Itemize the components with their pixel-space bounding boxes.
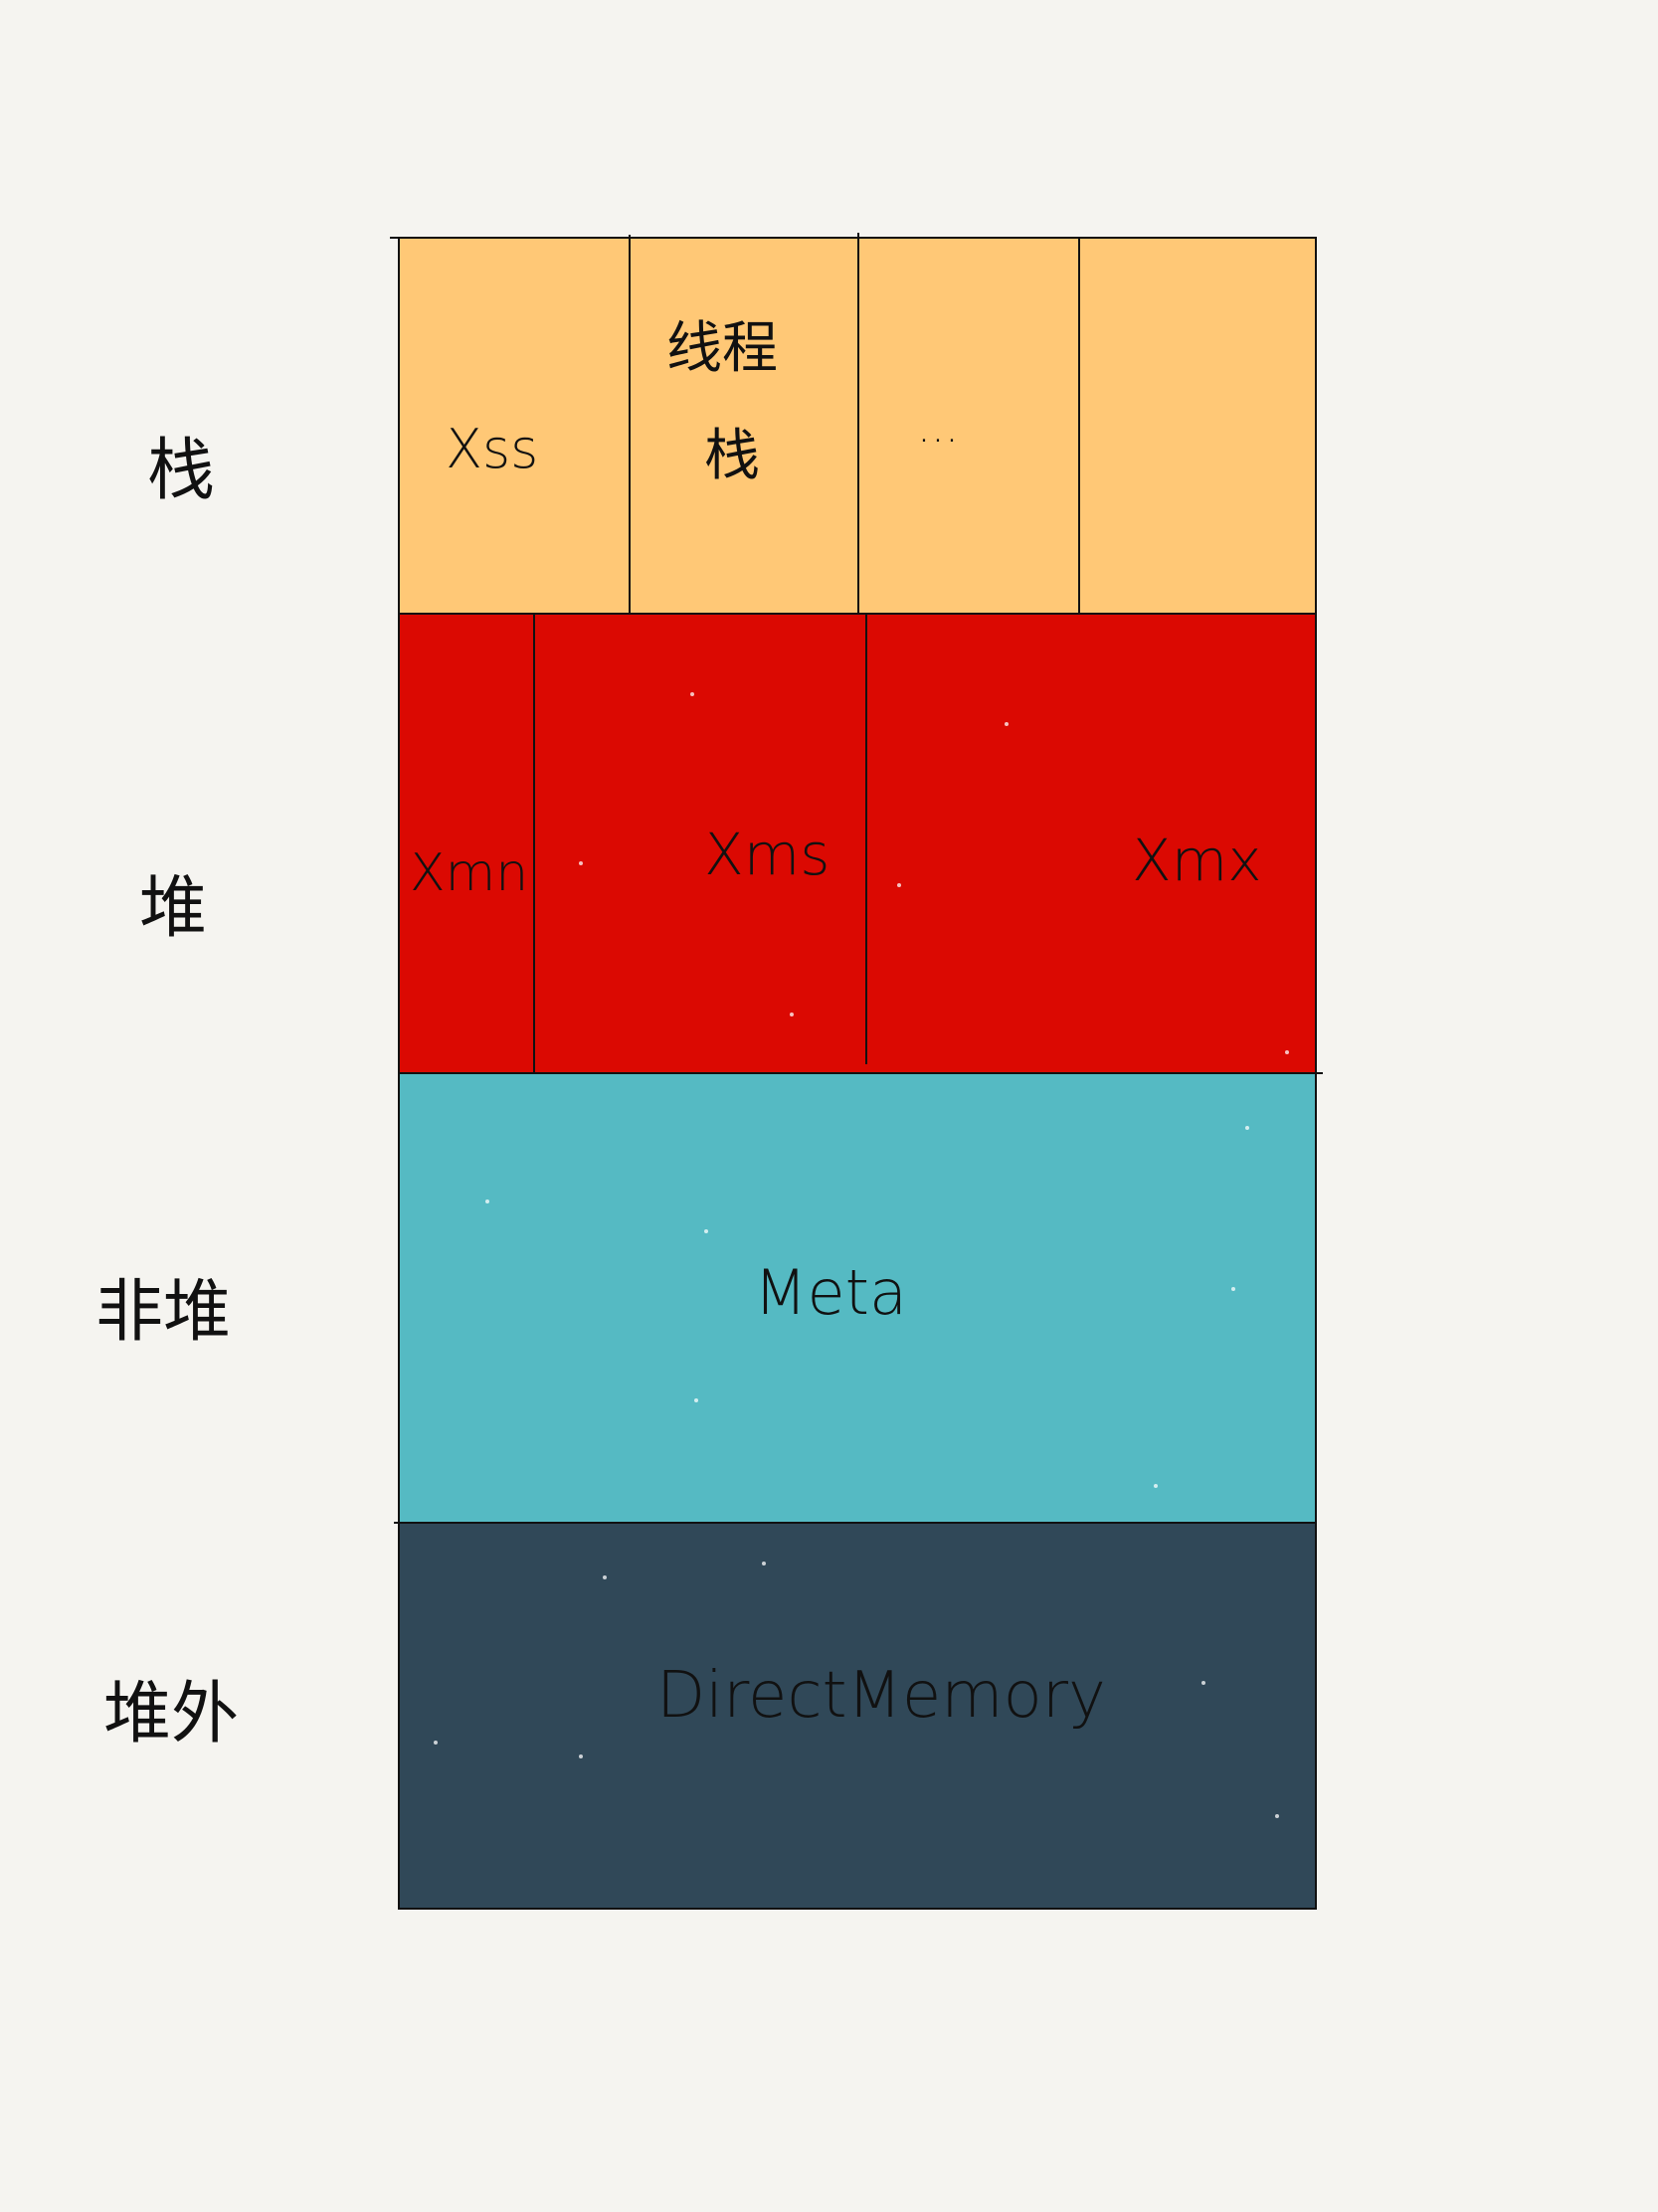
memory-layout-diagram: Xss 线程 栈 ... Xmn Xms Xmx Meta DirectMemo… — [390, 233, 1323, 1910]
top-edge-overshoot — [390, 237, 400, 239]
heap-bottom-overshoot — [1315, 1072, 1323, 1074]
stack-divider-2 — [857, 233, 859, 617]
stack-band: Xss 线程 栈 ... — [398, 233, 1317, 621]
stack-side-label: 栈 — [147, 432, 216, 510]
xss-label: Xss — [446, 418, 539, 480]
off-heap-side-label: 堆外 — [103, 1675, 240, 1753]
xms-label: Xms — [704, 821, 830, 888]
heap-band: Xmn Xms Xmx — [398, 613, 1317, 1074]
stack-divider-3 — [1078, 237, 1080, 621]
xmn-label: Xmn — [410, 843, 529, 903]
heap-side-label: 堆 — [139, 869, 208, 948]
non-heap-side-label: 非堆 — [95, 1273, 232, 1352]
stack-divider-1 — [629, 235, 631, 617]
heap-divider-xmn — [533, 615, 535, 1074]
direct-memory-band: DirectMemory — [398, 1522, 1317, 1910]
meta-label: Meta — [754, 1256, 907, 1329]
stack-label-in-cell: 栈 — [704, 424, 760, 488]
thread-label: 线程 — [666, 316, 778, 381]
xmx-label: Xmx — [1132, 827, 1262, 894]
ellipsis-label: ... — [917, 402, 959, 453]
meta-band: Meta — [398, 1072, 1317, 1524]
heap-divider-xms — [865, 615, 867, 1064]
direct-top-overshoot — [394, 1522, 400, 1524]
direct-memory-label: DirectMemory — [656, 1659, 1106, 1733]
